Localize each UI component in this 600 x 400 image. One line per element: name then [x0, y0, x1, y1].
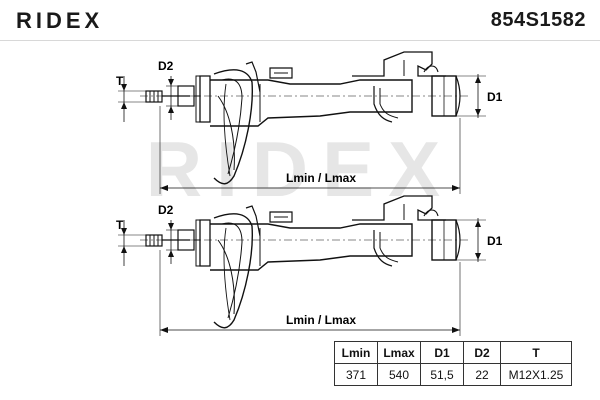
- spec-value-t: M12X1.25: [500, 363, 572, 386]
- d2-label: D2: [158, 59, 174, 73]
- strut-lower: T D2 D1 Lmin / Lmax: [116, 195, 503, 336]
- d2-label: D2: [158, 203, 174, 217]
- d1-label: D1: [487, 90, 503, 104]
- brand-logo: RIDEX: [16, 8, 104, 33]
- watermark-logo: RIDEX: [146, 125, 454, 213]
- d1-label: D1: [487, 234, 503, 248]
- spec-header-lmax: Lmax: [377, 341, 421, 364]
- length-label: Lmin / Lmax: [286, 171, 356, 185]
- spec-value-lmin: 371: [334, 363, 378, 386]
- spec-value-d2: 22: [463, 363, 501, 386]
- spec-table: Lmin Lmax D1 D2 T 371 540 51,5 22 M12X1.…: [334, 341, 572, 386]
- spec-value-row: 371 540 51,5 22 M12X1.25: [334, 363, 572, 386]
- t-label: T: [116, 74, 124, 88]
- spec-header-row: Lmin Lmax D1 D2 T: [334, 341, 572, 364]
- spec-header-t: T: [500, 341, 572, 364]
- t-label: T: [116, 218, 124, 232]
- shock-absorber-drawing: RIDEX T D2 D1 Lmin / Lmax: [116, 51, 503, 336]
- spec-header-d2: D2: [463, 341, 501, 364]
- spec-header-d1: D1: [420, 341, 464, 364]
- spec-value-d1: 51,5: [420, 363, 464, 386]
- header-divider: [0, 40, 600, 41]
- spec-header-lmin: Lmin: [334, 341, 378, 364]
- strut-upper: T D2 D1 Lmin / Lmax: [116, 51, 503, 194]
- part-number: 854S1582: [490, 9, 586, 31]
- spec-value-lmax: 540: [377, 363, 421, 386]
- length-label: Lmin / Lmax: [286, 313, 356, 327]
